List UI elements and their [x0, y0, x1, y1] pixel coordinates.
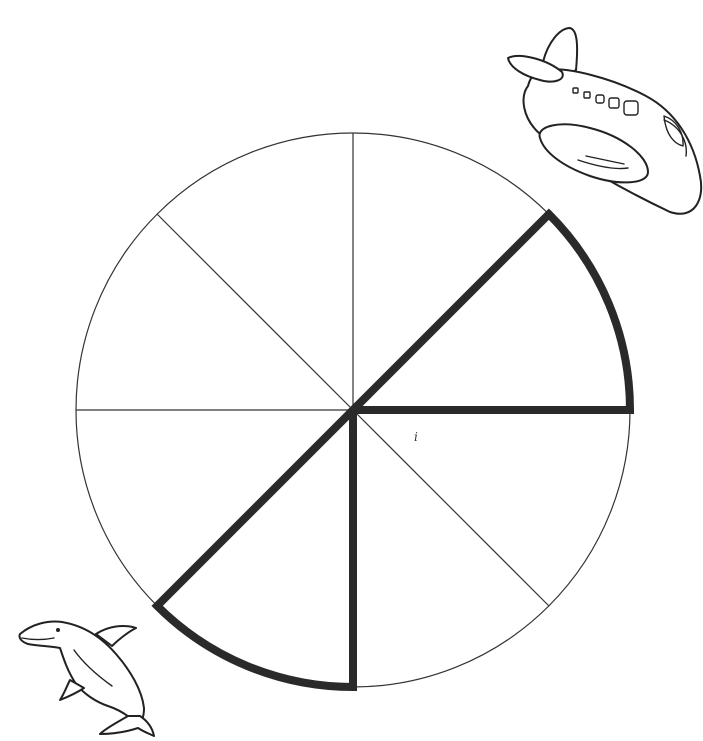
section-divider [157, 214, 353, 410]
center-mark: i [414, 430, 418, 444]
highlighted-section [157, 410, 353, 687]
section-divider [353, 410, 549, 606]
highlighted-section [353, 214, 630, 410]
airplane-icon [508, 28, 701, 214]
dolphin-icon [19, 622, 154, 737]
